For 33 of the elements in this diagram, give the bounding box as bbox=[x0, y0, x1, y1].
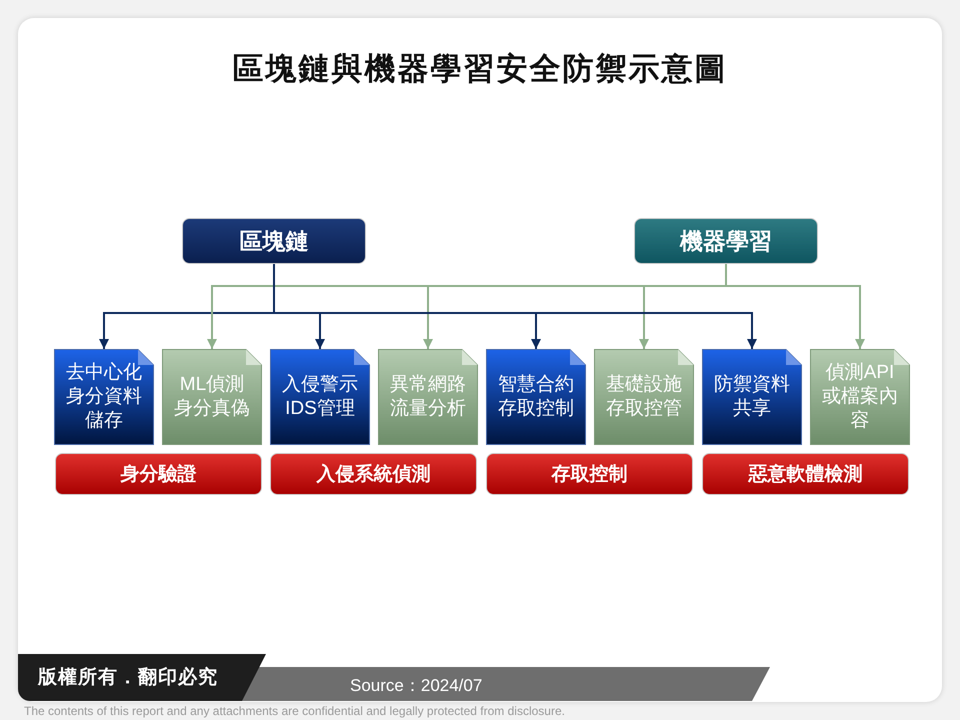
box-label: 入侵警示IDS管理 bbox=[281, 373, 359, 421]
box-label: 存取控制 bbox=[552, 463, 628, 487]
category-box bbox=[182, 218, 366, 264]
category-bar bbox=[702, 453, 909, 495]
source-note: Source：2024/07 bbox=[350, 675, 482, 697]
box-label: 身分驗證 bbox=[120, 463, 196, 487]
box-label: 去中心化身分資料儲存 bbox=[65, 361, 143, 433]
category-bar bbox=[486, 453, 693, 495]
connector-arrow bbox=[725, 264, 865, 349]
box-label: 入侵系統偵測 bbox=[316, 462, 430, 487]
box-label: 惡意軟體檢測 bbox=[748, 462, 862, 487]
box-label: 防禦資料共享 bbox=[713, 373, 791, 421]
category-bar bbox=[270, 453, 477, 495]
box-label: 智慧合約存取控制 bbox=[497, 373, 575, 421]
document-box bbox=[162, 349, 262, 445]
title: 區塊鏈與機器學習安全防禦示意圖 bbox=[232, 50, 728, 89]
disclaimer: The contents of this report and any attachments are confidential and legally protected from disclosure. bbox=[24, 704, 565, 718]
box-label: 異常網路流量分析 bbox=[389, 373, 467, 421]
box-label: 機器學習 bbox=[680, 226, 772, 256]
document-box bbox=[270, 349, 370, 445]
document-box bbox=[378, 349, 478, 445]
box-label: 基礎設施存取控管 bbox=[605, 373, 683, 421]
copyright-tab: 版權所有．翻印必究 bbox=[18, 654, 266, 701]
category-bar bbox=[55, 453, 262, 495]
document-box bbox=[702, 349, 802, 445]
box-label: ML偵測身分真偽 bbox=[173, 373, 251, 421]
category-box bbox=[634, 218, 818, 264]
document-box bbox=[810, 349, 910, 445]
box-label: 偵測API或檔案內容 bbox=[821, 361, 899, 433]
document-box bbox=[54, 349, 154, 445]
document-box bbox=[594, 349, 694, 445]
document-box bbox=[486, 349, 586, 445]
box-label: 區塊鏈 bbox=[240, 226, 308, 256]
